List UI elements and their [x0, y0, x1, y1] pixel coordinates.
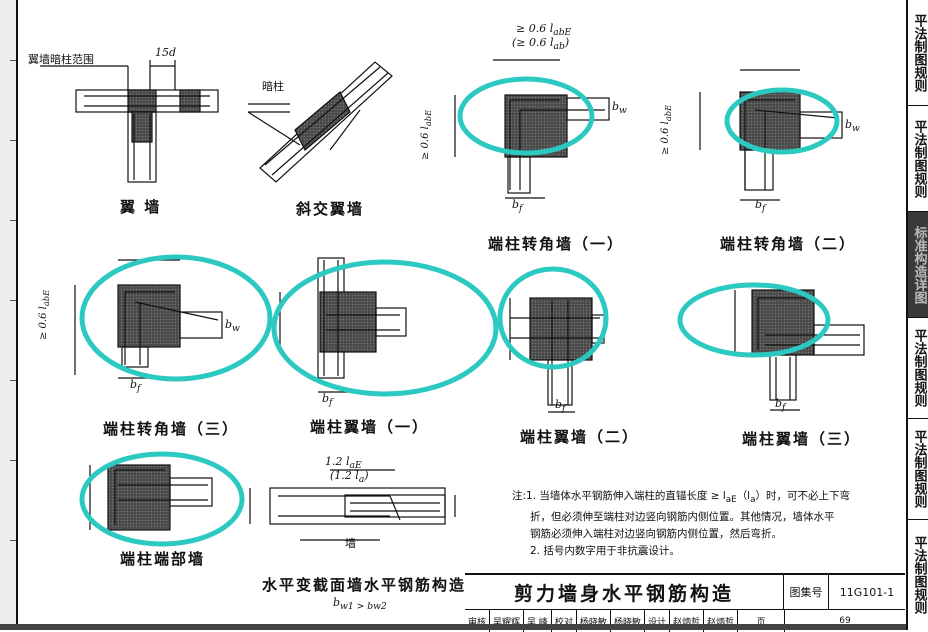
tab-2-label: 平法制图规则 — [911, 119, 927, 198]
label-bf-2: bf — [755, 198, 766, 215]
design-sign: 赵炳哲 — [704, 610, 738, 632]
title-end-corner-1: 端柱转角墙（一） — [488, 235, 625, 253]
oblique-wing-detail — [247, 61, 393, 183]
atlas-label: 图集号 — [784, 575, 829, 610]
label-bf-1: bf — [512, 198, 523, 215]
review-sign: 吴 峰 — [524, 610, 552, 632]
design-name: 赵炳哲 — [670, 610, 704, 632]
title-end-wing-2: 端柱翼墙（二） — [520, 428, 640, 446]
end-column-wing-1 — [279, 257, 407, 393]
title-end-wing-1: 端柱翼墙（一） — [310, 418, 430, 436]
bottom-bar — [0, 624, 906, 630]
label-len-top2: (≥ 0.6 lab) — [512, 36, 570, 53]
tab-3-active[interactable]: 标准构造详图 — [908, 212, 928, 318]
note-line-1: 注:1. 当墙体水平钢筋伸入端柱的直锚长度 ≥ laE（la）时，可不必上下弯 — [512, 490, 850, 506]
label-wall: 墙 — [345, 537, 356, 550]
design-notes: 注:1. 当墙体水平钢筋伸入端柱的直锚长度 ≥ laE（la）时，可不必上下弯 … — [512, 488, 892, 560]
label-bw-2: bw — [845, 118, 860, 135]
label-bf-3: bf — [130, 378, 141, 395]
detail-drawings — [40, 59, 865, 547]
label-vert-len-3: ≥ 0.6 labE — [38, 289, 51, 340]
title-variable-section: 水平变截面墙水平钢筋构造 — [262, 576, 467, 594]
note-line-2: 折，但必须伸至端柱对边竖向钢筋内侧位置。其他情况，墙体水平 — [530, 511, 835, 524]
tab-5-label: 平法制图规则 — [911, 430, 927, 508]
tab-2[interactable]: 平法制图规则 — [908, 106, 928, 212]
label-vert-len-2: ≥ 0.6 labE — [660, 104, 673, 155]
check-sign: 杨晓敏 — [611, 610, 645, 632]
check-label: 校对 — [552, 610, 577, 632]
left-page-edge — [0, 0, 18, 630]
page-number: 69 — [839, 616, 851, 626]
title-end-corner-2: 端柱转角墙（二） — [720, 235, 857, 253]
wing-wall-detail — [40, 60, 219, 183]
tab-5[interactable]: 平法制图规则 — [908, 419, 928, 520]
design-label: 设计 — [645, 610, 670, 632]
title-end-wing-3: 端柱翼墙（三） — [742, 430, 862, 448]
end-column-corner-3 — [74, 259, 223, 379]
end-column-wing-2 — [509, 297, 605, 413]
tab-6[interactable]: 平法制图规则 — [908, 520, 928, 630]
highlight-marks — [79, 76, 840, 547]
title-end-end-wall: 端柱端部墙 — [120, 550, 206, 568]
tab-1-label: 平法制图规则 — [911, 13, 927, 92]
variable-section-wall — [249, 469, 456, 541]
label-bw-relation: bw1 > bw2 — [333, 596, 387, 613]
review-name: 吴耀辉 — [490, 610, 525, 632]
label-wing-range: 翼墙暗柱范围 — [28, 53, 94, 66]
tab-3-label: 标准构造详图 — [911, 225, 927, 304]
label-vert-len-1: ≥ 0.6 labE — [420, 109, 433, 160]
label-len-top: ≥ 0.6 labE — [516, 22, 572, 39]
title-oblique-wing: 斜交翼墙 — [296, 200, 365, 218]
label-bw-3: bw — [225, 318, 240, 335]
title-end-corner-3: 端柱转角墙（三） — [103, 420, 240, 438]
label-bf-6: bf — [775, 397, 786, 414]
check-name: 杨晓敏 — [577, 610, 611, 632]
title-block: 剪力墙身水平钢筋构造 图集号 11G101-1 审核 吴耀辉 吴 峰 校对 杨晓… — [465, 573, 905, 632]
end-column-corner-2 — [699, 69, 843, 201]
tab-4-label: 平法制图规则 — [911, 329, 927, 407]
review-label: 审核 — [465, 610, 491, 632]
label-len12: 1.2 laE — [325, 455, 362, 472]
label-hidden-col: 暗柱 — [262, 80, 284, 93]
tab-4[interactable]: 平法制图规则 — [908, 318, 928, 419]
label-bf-4: bf — [322, 392, 333, 409]
title-wing-wall: 翼 墙 — [120, 198, 162, 216]
drawing-title: 剪力墙身水平钢筋构造 — [465, 575, 784, 610]
label-len12b: (1.2 la) — [330, 469, 369, 486]
tab-1[interactable]: 平法制图规则 — [908, 0, 928, 106]
tab-6-label: 平法制图规则 — [911, 536, 927, 614]
atlas-number: 11G101-1 — [829, 575, 905, 610]
note-line-3: 钢筋必须伸入端柱对边竖向钢筋内侧位置，然后弯折。 — [530, 528, 782, 541]
end-column-end-wall — [89, 464, 213, 531]
section-tabs: 平法制图规则 平法制图规则 标准构造详图 平法制图规则 平法制图规则 平法制图规… — [906, 0, 928, 630]
page-label: 页 — [738, 610, 785, 632]
signature-row: 审核 吴耀辉 吴 峰 校对 杨晓敏 杨晓敏 设计 赵炳哲 赵炳哲 页 69 — [465, 610, 905, 632]
label-bf-5: bf — [555, 398, 566, 415]
note-line-4: 2. 括号内数字用于非抗震设计。 — [530, 545, 680, 558]
label-15d: 15d — [155, 46, 177, 59]
drawing-sheet: 翼墙暗柱范围 15d 暗柱 ≥ 0.6 labE (≥ 0.6 lab) 1.2… — [0, 0, 906, 632]
label-bw-1: bw — [612, 100, 627, 117]
